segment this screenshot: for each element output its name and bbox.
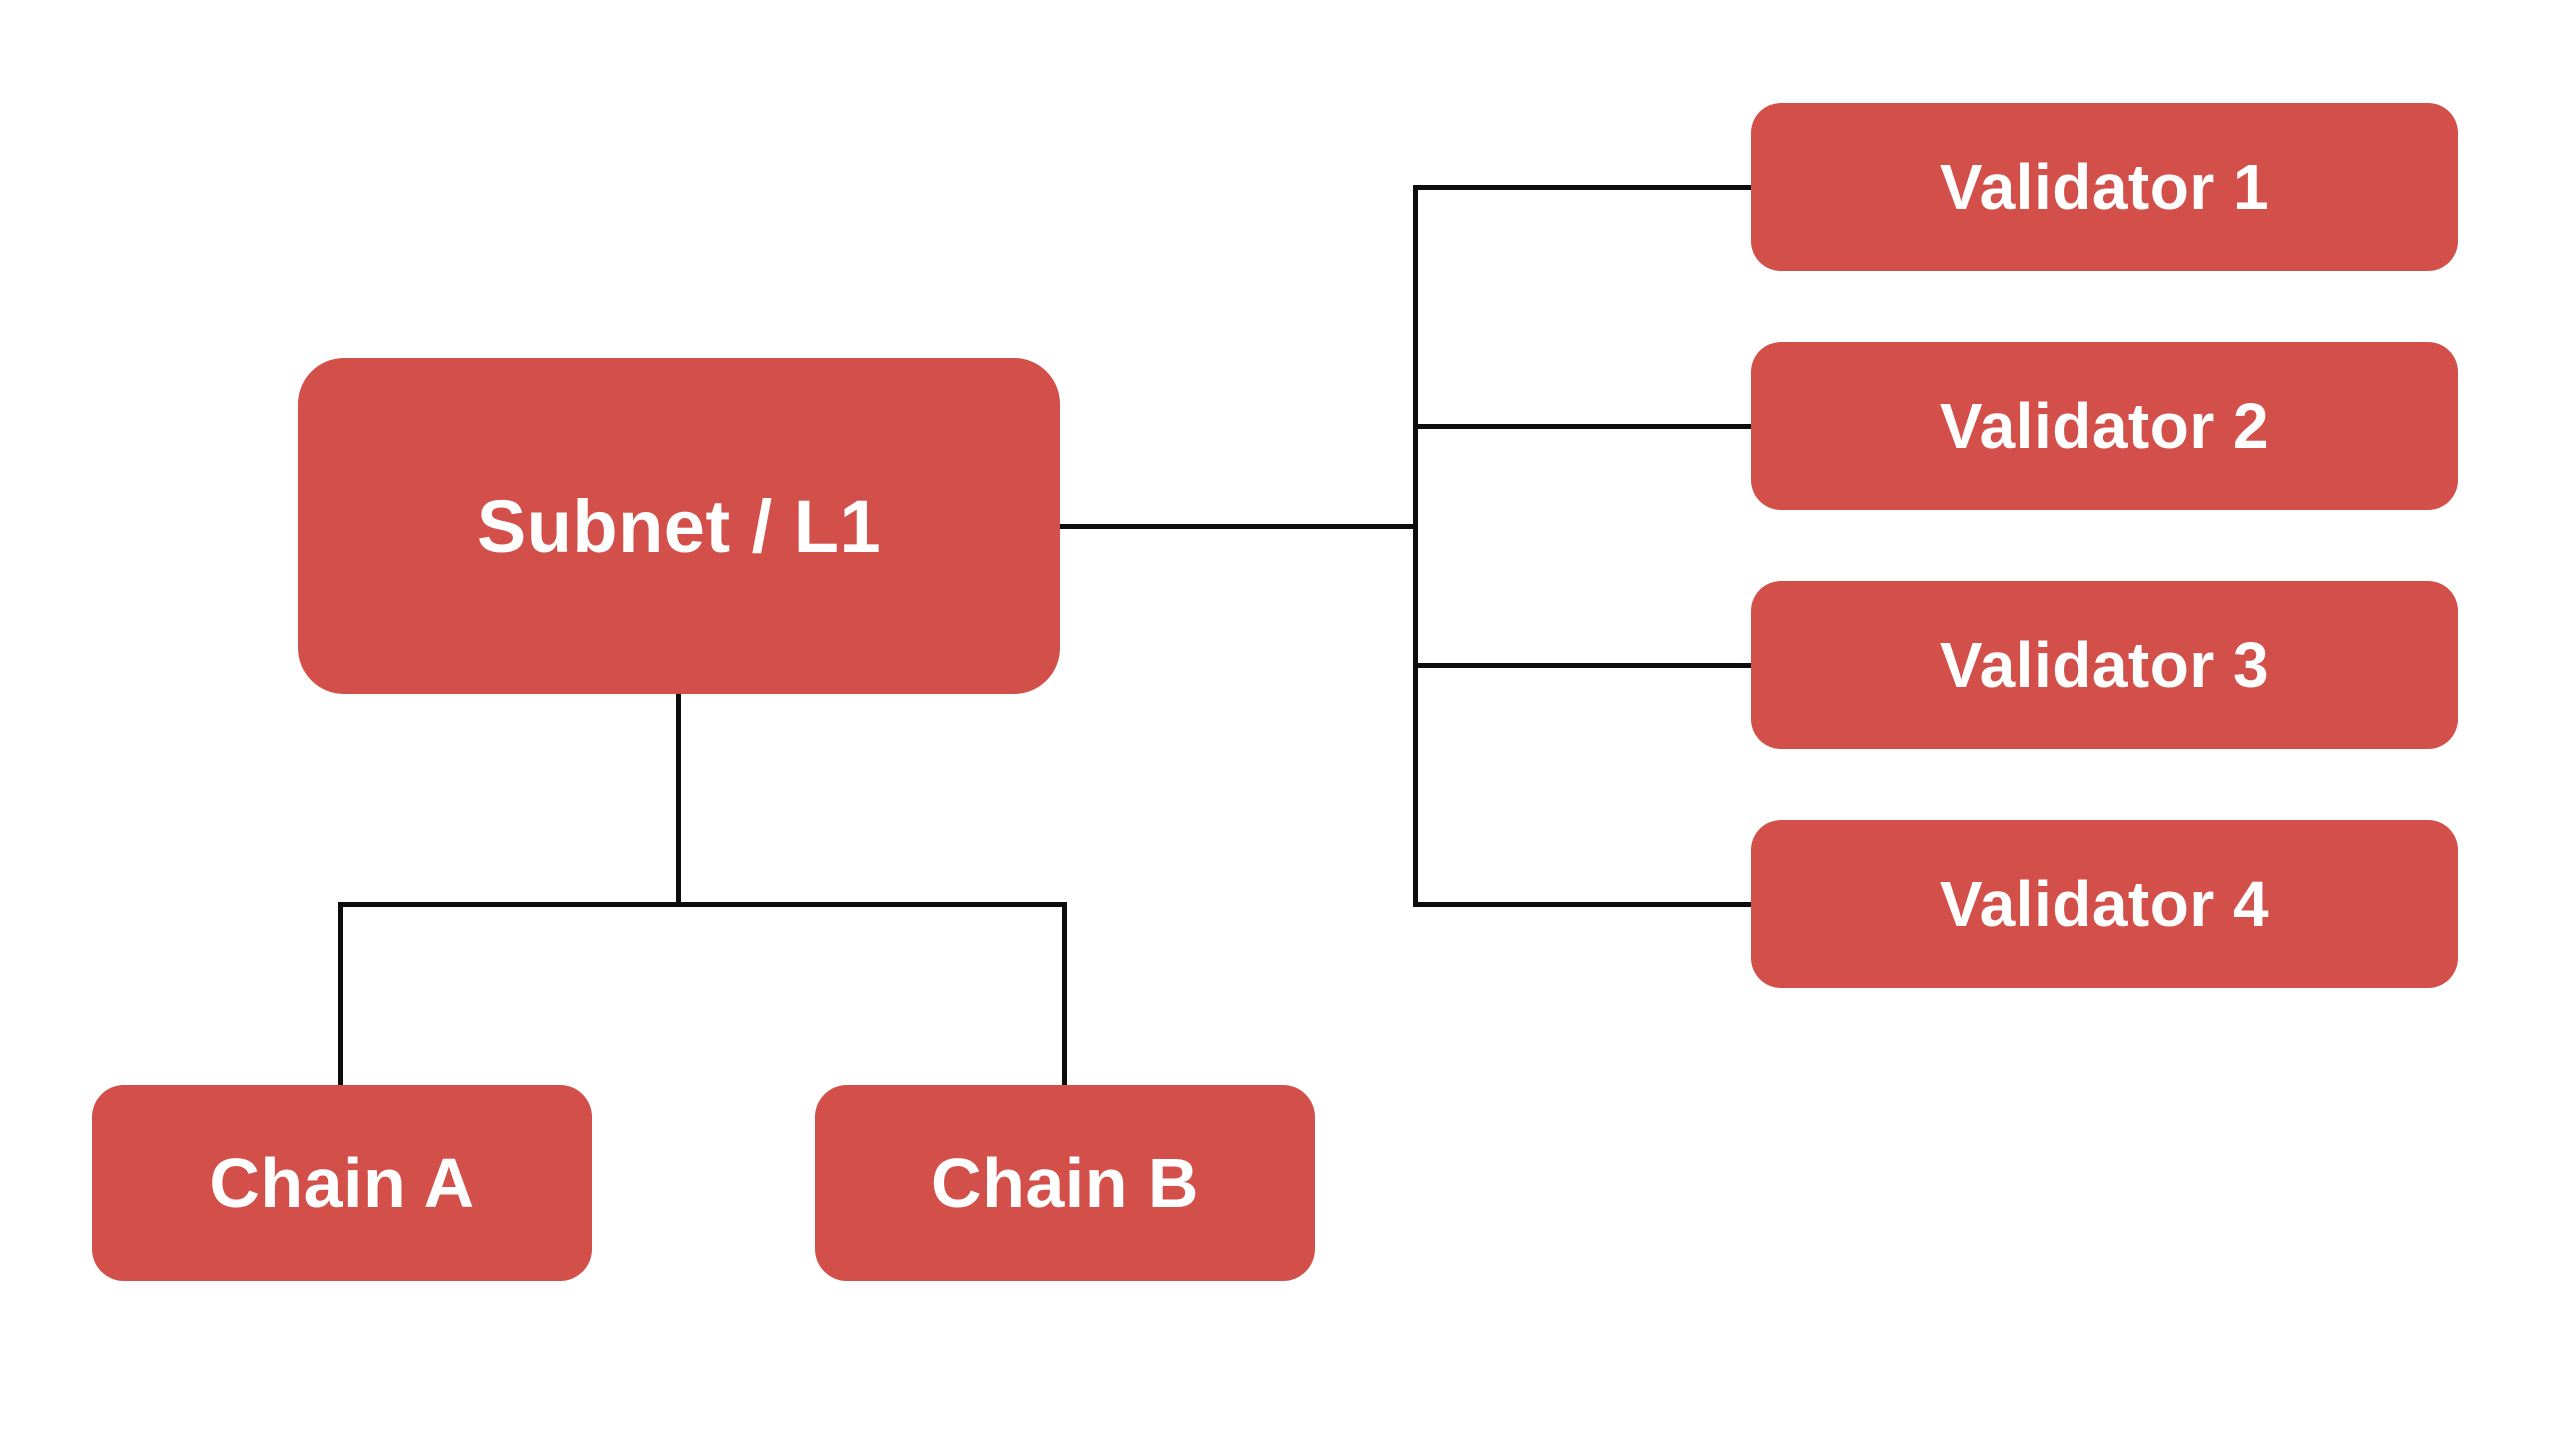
node-validator-2: Validator 2 bbox=[1751, 342, 2458, 510]
node-validator-2-label: Validator 2 bbox=[1939, 390, 2270, 462]
node-validator-4: Validator 4 bbox=[1751, 820, 2458, 988]
edge-validator-trunk bbox=[1413, 185, 1418, 907]
node-validator-3-label: Validator 3 bbox=[1939, 629, 2270, 701]
node-subnet-l1: Subnet / L1 bbox=[298, 358, 1060, 694]
node-chain-a: Chain A bbox=[92, 1085, 592, 1281]
edge-trunk-to-validator-1 bbox=[1413, 185, 1751, 190]
node-subnet-l1-label: Subnet / L1 bbox=[476, 484, 882, 568]
edge-trunk-to-validator-4 bbox=[1413, 902, 1751, 907]
edge-trunk-to-validator-3 bbox=[1413, 663, 1751, 668]
edge-subnet-to-trunk bbox=[1058, 524, 1418, 529]
edge-rail-to-chain-b bbox=[1062, 902, 1067, 1087]
edge-subnet-to-chain-rail bbox=[676, 694, 681, 907]
node-chain-b-label: Chain B bbox=[931, 1144, 1199, 1222]
node-chain-b: Chain B bbox=[815, 1085, 1315, 1281]
node-validator-3: Validator 3 bbox=[1751, 581, 2458, 749]
node-validator-1: Validator 1 bbox=[1751, 103, 2458, 271]
edge-chain-rail bbox=[338, 902, 1067, 907]
edge-trunk-to-validator-2 bbox=[1413, 424, 1751, 429]
node-validator-4-label: Validator 4 bbox=[1939, 868, 2270, 940]
node-validator-1-label: Validator 1 bbox=[1939, 151, 2270, 223]
edge-rail-to-chain-a bbox=[338, 902, 343, 1087]
node-chain-a-label: Chain A bbox=[209, 1144, 475, 1222]
